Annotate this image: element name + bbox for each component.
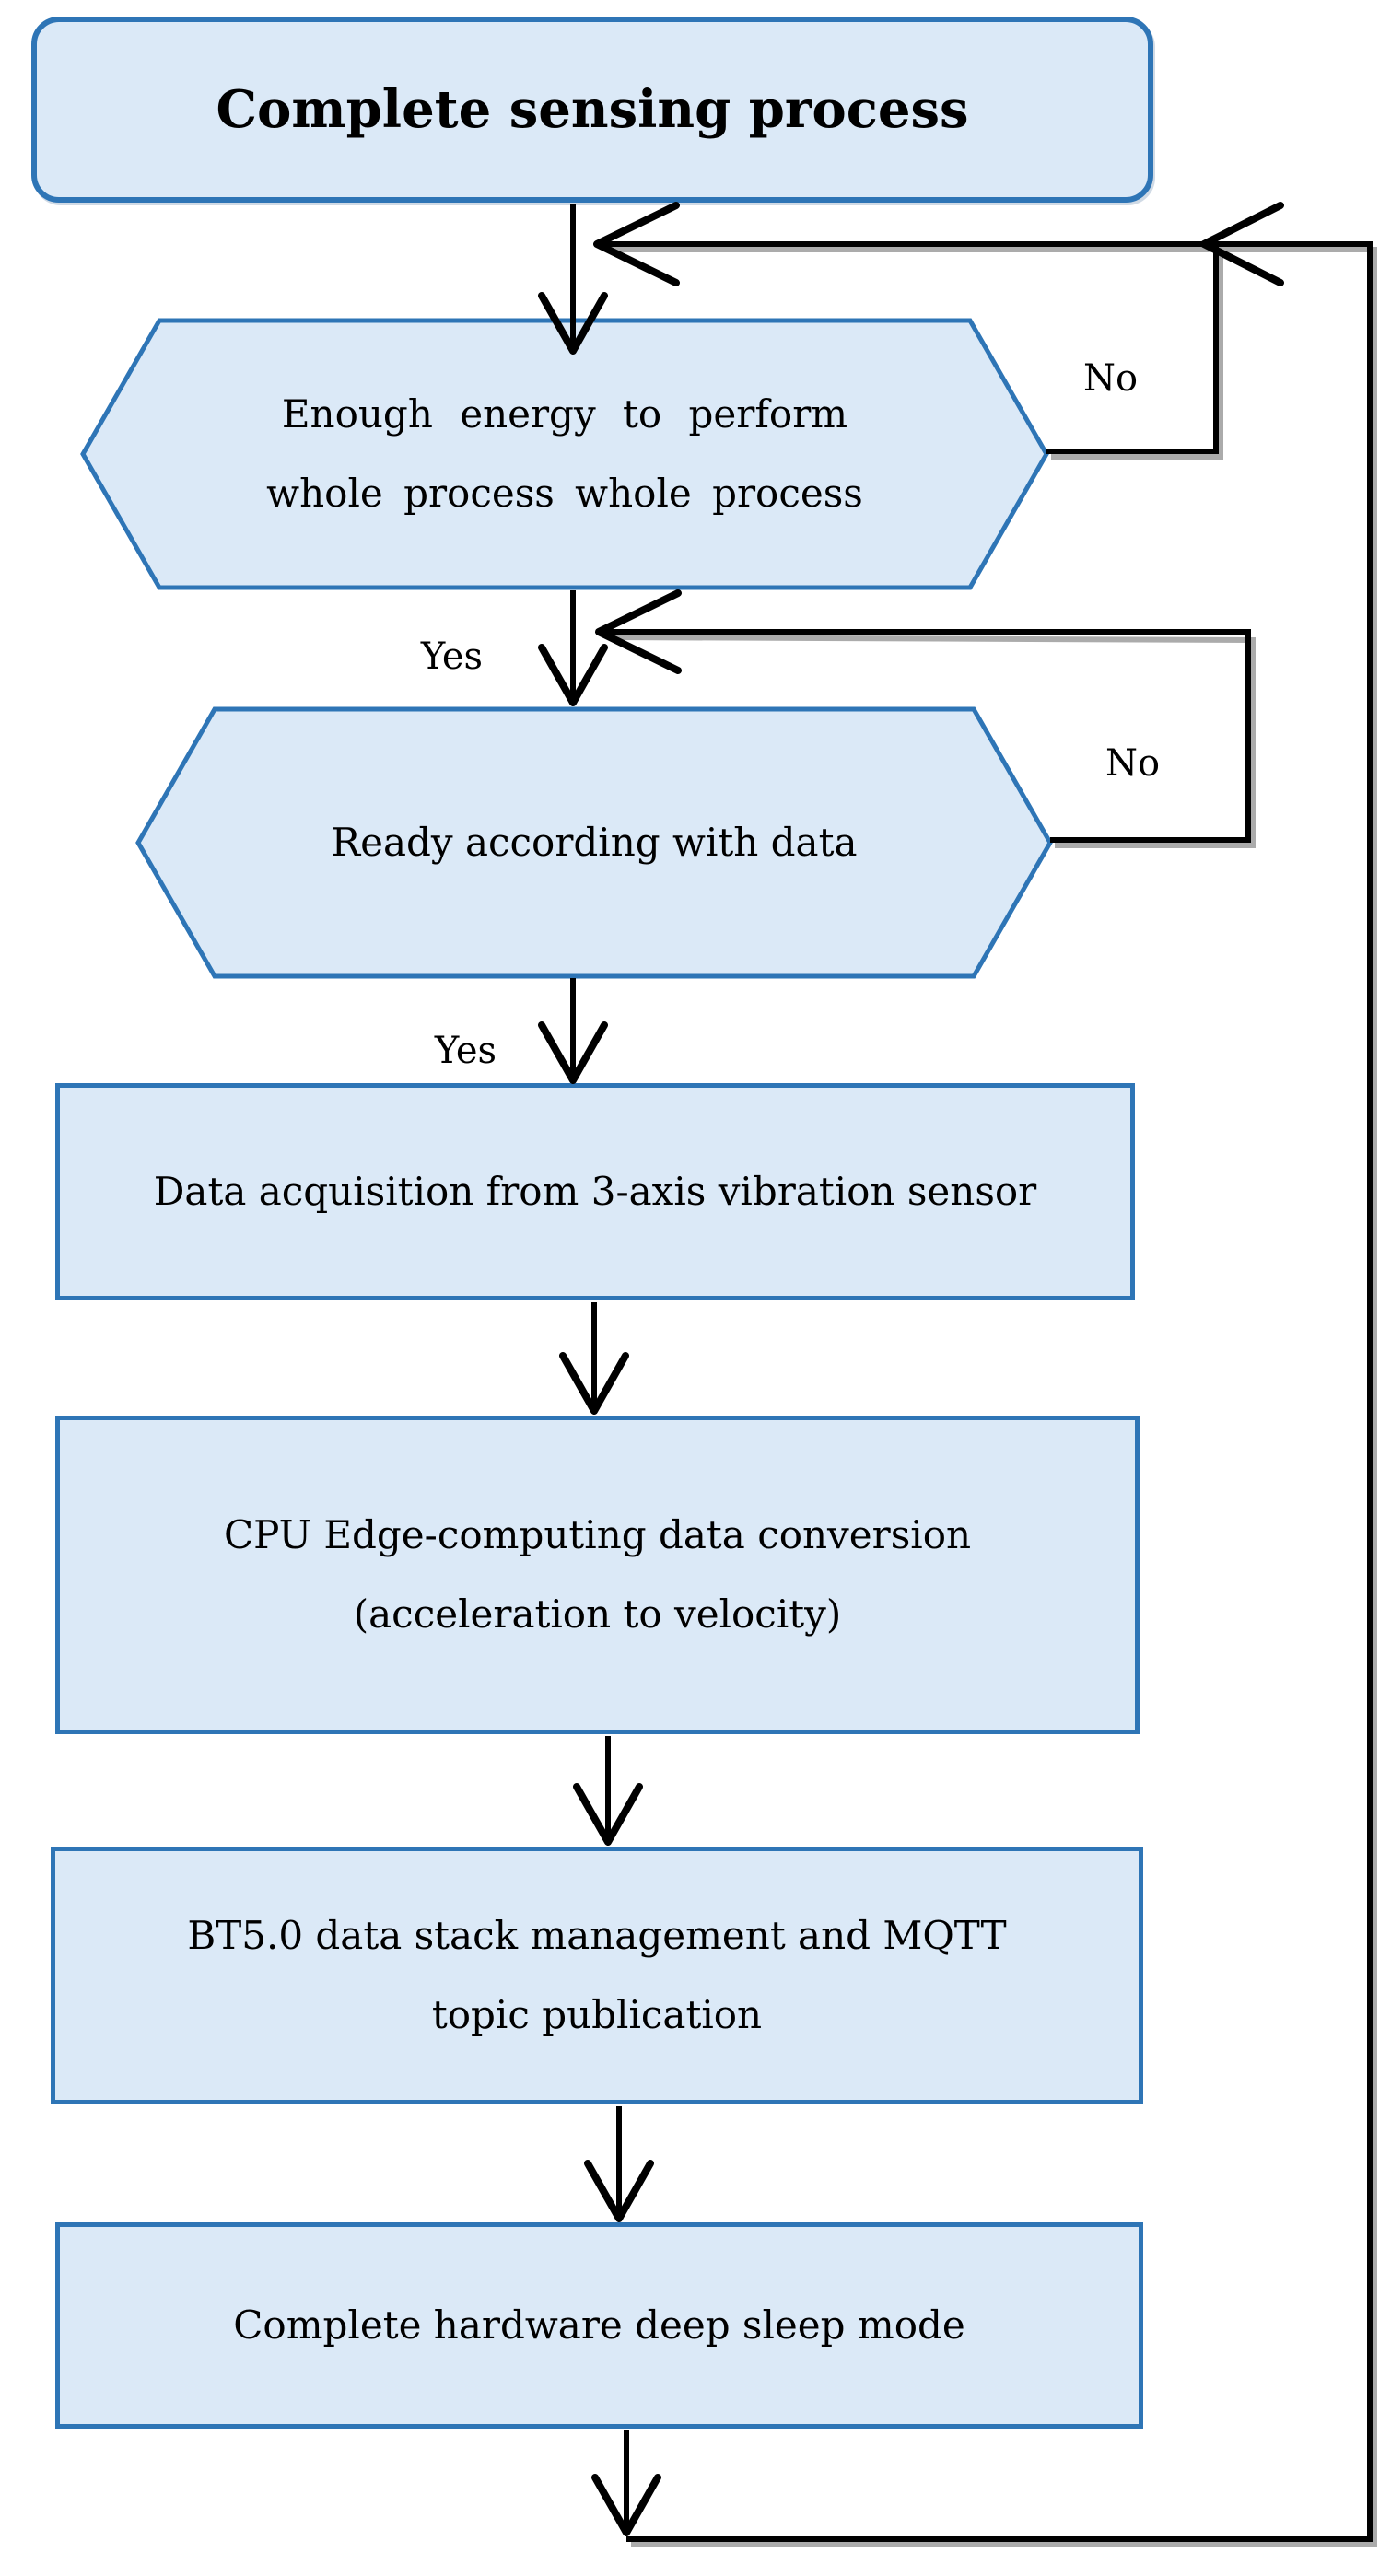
node-energy-check-line1: Enough energy to perform [281,391,848,437]
node-sleep-line1: Complete hardware deep sleep mode [233,2302,965,2348]
label-ready-no: No [1105,742,1161,785]
node-start-label: Complete sensing process [216,79,969,140]
label-energy-no: No [1082,357,1139,400]
node-acquisition: Data acquisition from 3-axis vibration s… [55,1083,1135,1300]
node-energy-check-line2: whole process whole process [266,471,863,516]
label-ready-yes: Yes [434,1030,497,1072]
node-energy-check: Enough energy to perform whole process w… [159,321,970,588]
node-start: Complete sensing process [31,17,1153,203]
node-conversion-line1: CPU Edge-computing data conversion [223,1512,972,1557]
node-publication: BT5.0 data stack management and MQTT top… [51,1847,1143,2104]
node-ready-check: Ready according with data [215,709,974,976]
node-ready-check-line1: Ready according with data [331,820,858,865]
node-acquisition-line1: Data acquisition from 3-axis vibration s… [153,1169,1037,1214]
node-conversion-line2: (acceleration to velocity) [353,1591,842,1637]
node-conversion: CPU Edge-computing data conversion (acce… [55,1416,1140,1734]
label-energy-yes: Yes [420,635,484,678]
node-publication-line2: topic publication [431,1992,763,2037]
node-publication-line1: BT5.0 data stack management and MQTT [187,1913,1007,1958]
node-sleep: Complete hardware deep sleep mode [55,2222,1143,2429]
